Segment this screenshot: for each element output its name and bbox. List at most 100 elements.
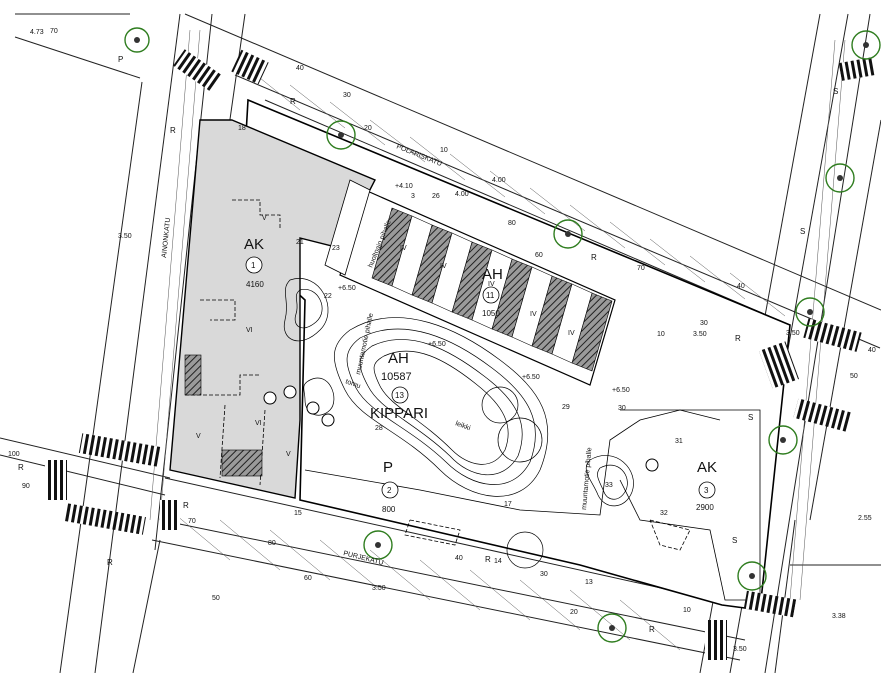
svg-text:R: R	[735, 334, 741, 343]
svg-text:40: 40	[455, 555, 463, 562]
svg-text:60: 60	[304, 575, 312, 582]
courtyard-playground	[283, 278, 634, 569]
ak1-area: 4160	[246, 280, 264, 289]
svg-text:+6.50: +6.50	[612, 387, 630, 394]
svg-text:+6.50: +6.50	[522, 374, 540, 381]
block-labels: AK 1 4160 AH 11 1050 AH 10587 13 KIPPARI…	[244, 236, 717, 514]
svg-text:S: S	[748, 413, 753, 422]
svg-text:50: 50	[212, 595, 220, 602]
ak1-use: AK	[244, 236, 264, 253]
crosswalks	[45, 49, 877, 660]
svg-text:3.50: 3.50	[372, 585, 386, 592]
svg-text:13: 13	[585, 579, 593, 586]
ah11-use: AH	[482, 266, 503, 283]
svg-text:P: P	[118, 55, 123, 64]
ak3-area: 2900	[696, 503, 714, 512]
svg-text:4.00: 4.00	[492, 177, 506, 184]
courtyard-trees	[263, 385, 659, 472]
svg-text:R: R	[107, 558, 113, 567]
contour-numbers: 70 40 30 20 10 80 60 70 40 30 50 70 80 6…	[8, 28, 876, 616]
svg-text:10: 10	[683, 607, 691, 614]
floor-label: IV	[400, 245, 407, 252]
p2-number: 2	[387, 486, 392, 495]
svg-text:+4.10: +4.10	[395, 183, 413, 190]
floor-label: V	[196, 433, 201, 440]
svg-text:80: 80	[508, 220, 516, 227]
svg-text:32: 32	[660, 510, 668, 517]
svg-text:40: 40	[868, 347, 876, 354]
floor-label: IV	[530, 311, 537, 318]
ah-block-code: 10587	[381, 371, 412, 383]
hatched-stair-1	[184, 354, 202, 396]
svg-text:3.50: 3.50	[733, 646, 747, 653]
ah11-area: 1050	[482, 309, 500, 318]
svg-text:20: 20	[570, 609, 578, 616]
ak1-internal-lines	[185, 199, 281, 486]
svg-text:3.50: 3.50	[118, 233, 132, 240]
courtyard-path	[304, 409, 721, 516]
road-letters: R R R R R R R R R S S S S P	[18, 55, 838, 634]
svg-text:4.00: 4.00	[455, 191, 469, 198]
svg-text:4.73: 4.73	[30, 29, 44, 36]
svg-text:17: 17	[504, 501, 512, 508]
tree-icon	[825, 163, 855, 193]
ah11-number: 11	[486, 291, 495, 300]
street-network	[0, 13, 881, 673]
tree-icon	[597, 613, 627, 643]
svg-text:10: 10	[657, 331, 665, 338]
tree-icon	[737, 561, 767, 591]
svg-text:3: 3	[411, 193, 415, 200]
street-name-west: AINONKATU	[161, 217, 172, 258]
p2-dashed-footprint	[404, 519, 461, 546]
svg-text:40: 40	[296, 65, 304, 72]
svg-text:90: 90	[22, 483, 30, 490]
p2-use: P	[383, 459, 393, 476]
ah-block-number: 13	[395, 391, 404, 400]
ah-block-name: KIPPARI	[370, 405, 428, 422]
ak3-use: AK	[697, 459, 717, 476]
floor-label: V	[262, 215, 267, 222]
svg-text:70: 70	[50, 28, 58, 35]
street-trees	[124, 27, 881, 643]
svg-text:15: 15	[294, 510, 302, 517]
svg-text:R: R	[183, 501, 189, 510]
svg-text:14: 14	[494, 558, 502, 565]
svg-text:60: 60	[535, 252, 543, 259]
svg-text:80: 80	[268, 540, 276, 547]
floor-label: IV	[440, 263, 447, 270]
svg-text:R: R	[290, 97, 296, 106]
svg-text:S: S	[732, 536, 737, 545]
svg-text:30: 30	[343, 92, 351, 99]
svg-text:20: 20	[364, 125, 372, 132]
tree-icon	[326, 120, 356, 150]
floor-label: V	[286, 451, 291, 458]
svg-text:30: 30	[700, 320, 708, 327]
tree-icon	[768, 425, 798, 455]
svg-text:26: 26	[432, 193, 440, 200]
svg-text:40: 40	[737, 283, 745, 290]
floor-label: IV	[488, 281, 495, 288]
svg-text:18: 18	[238, 125, 246, 132]
p2-area: 800	[382, 505, 396, 514]
tomu-note: tomu	[344, 378, 361, 390]
ak3-outline	[619, 409, 761, 601]
svg-text:R: R	[591, 253, 597, 262]
svg-text:30: 30	[618, 405, 626, 412]
tree-icon	[795, 297, 825, 327]
svg-text:R: R	[18, 463, 24, 472]
dimension-labels: 3.50 4.00 4.00 3.50 3.50 2.55 3.38 3.50 …	[30, 29, 872, 653]
floor-labels: V VI VI V V IV IV IV IV IV	[196, 215, 575, 458]
street-tree-trunks	[134, 37, 869, 631]
ak3-number: 3	[704, 486, 709, 495]
floor-label: VI	[246, 327, 253, 334]
svg-text:22: 22	[324, 293, 332, 300]
svg-text:100: 100	[8, 451, 20, 458]
svg-text:21: 21	[296, 239, 304, 246]
ak1-number: 1	[251, 261, 256, 270]
tree-icon	[553, 219, 583, 249]
svg-text:70: 70	[637, 265, 645, 272]
svg-text:23: 23	[332, 245, 340, 252]
svg-text:31: 31	[675, 438, 683, 445]
svg-text:10: 10	[440, 147, 448, 154]
